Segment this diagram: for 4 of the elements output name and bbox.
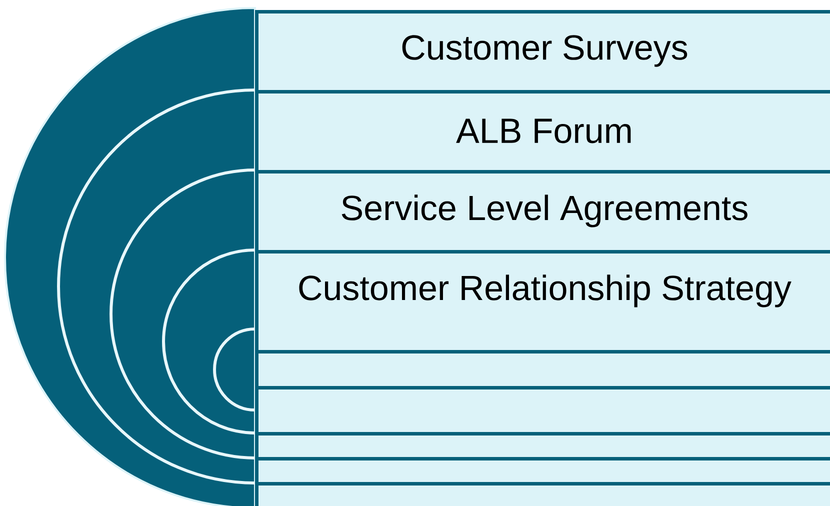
band-box: Customer Surveys <box>255 10 830 94</box>
band-box <box>255 482 830 506</box>
band-box: ALB Forum <box>255 90 830 174</box>
band-box: Service Level Agreements <box>255 170 830 254</box>
